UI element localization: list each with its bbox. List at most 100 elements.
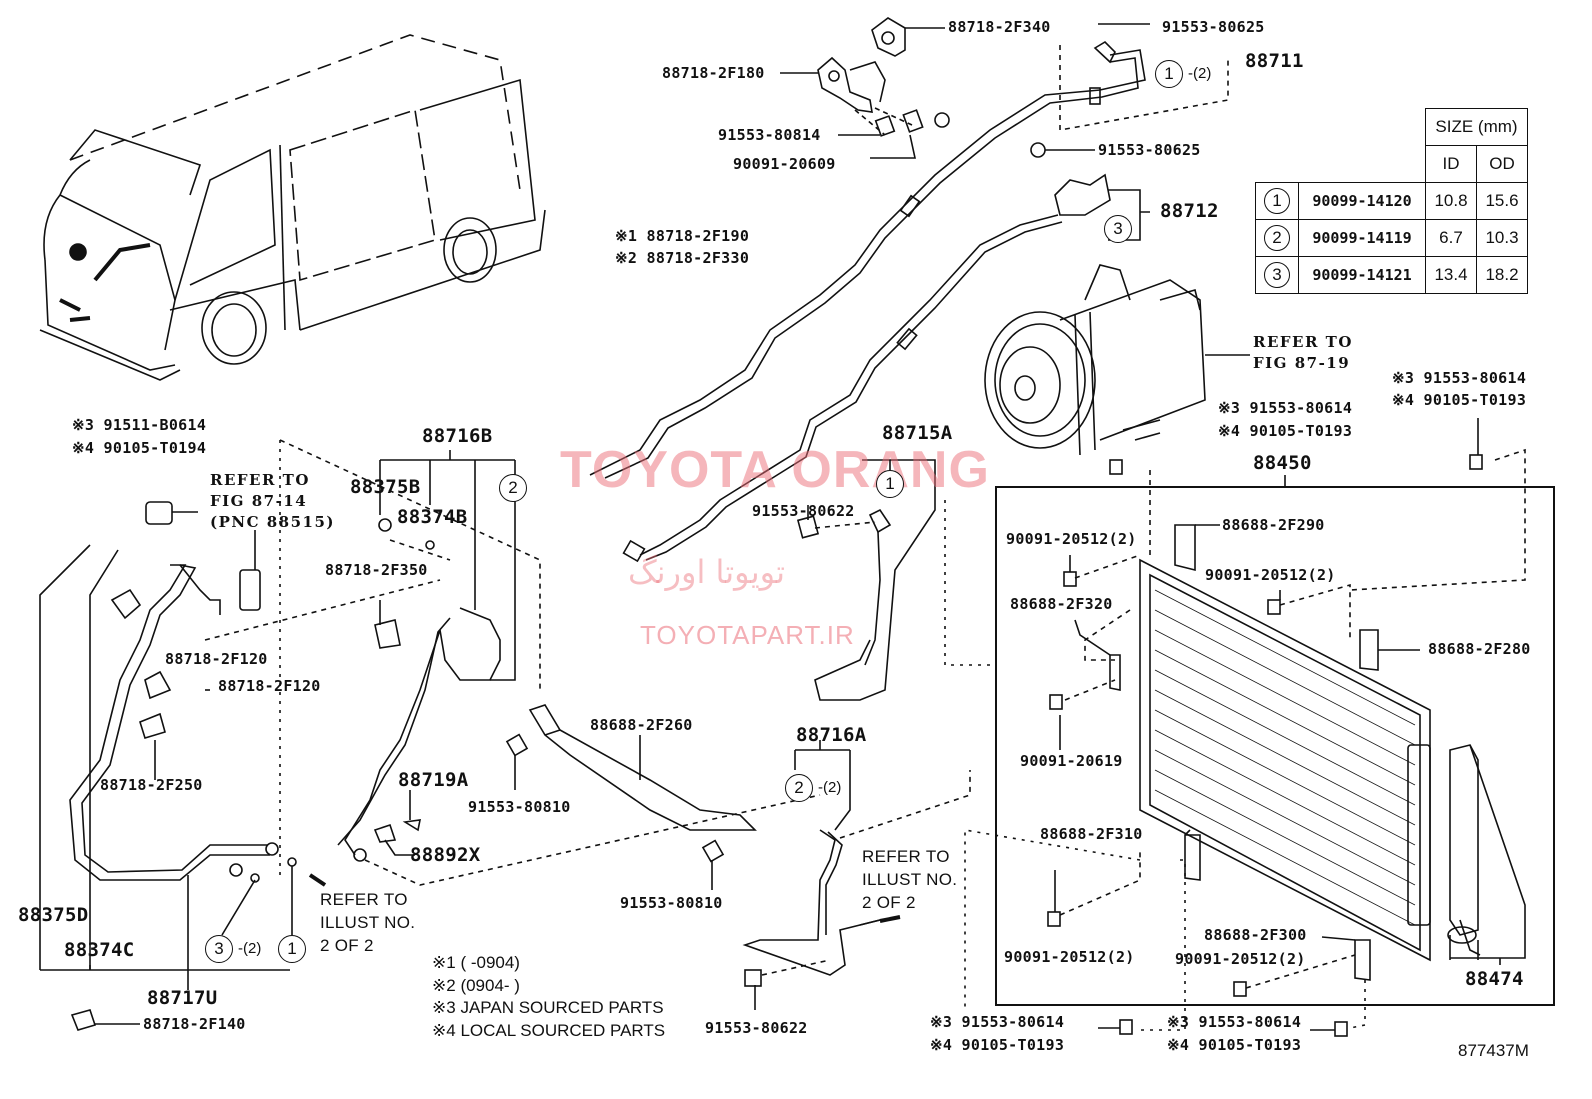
watermark-brand: TOYOTA ORANG — [560, 441, 990, 499]
part-label[interactable]: 88718-2F350 — [325, 561, 428, 579]
bracket-2f340-drawing — [871, 17, 945, 57]
part-label[interactable]: 90091-20512(2) — [1006, 530, 1137, 548]
watermark-persian: تویوتا اورنگ — [628, 553, 786, 591]
suction-hose-drawing — [622, 142, 1150, 563]
footnote: ※1 ( -0904) — [432, 953, 520, 972]
part-label[interactable]: ※3 91553-80614 — [1167, 1013, 1302, 1031]
part-label[interactable]: 88717U — [147, 987, 218, 1009]
ref-fig-87-19[interactable]: REFER TO FIG 87-19 — [1253, 333, 1353, 372]
size-part-number[interactable]: 90099-14120 — [1298, 182, 1426, 220]
part-label[interactable]: 88712 — [1160, 200, 1219, 222]
part-label[interactable]: 90091-20512(2) — [1205, 566, 1336, 584]
footnote: ※2 (0904- ) — [432, 975, 520, 995]
part-label[interactable]: 88374C — [64, 939, 135, 961]
footnote: ※3 JAPAN SOURCED PARTS — [432, 998, 664, 1017]
part-label[interactable]: ※4 90105-T0193 — [1392, 391, 1527, 409]
callout-circle: 1 — [278, 935, 306, 963]
callout-circle: 2 — [1264, 225, 1290, 251]
part-label[interactable]: 88688-2F310 — [1040, 825, 1143, 843]
part-label[interactable]: 88892X — [410, 844, 481, 866]
callout-circle: 3 — [205, 935, 233, 963]
part-label[interactable]: ※4 90105-T0194 — [72, 439, 207, 457]
part-label[interactable]: ※3 91511-B0614 — [72, 416, 207, 434]
part-label[interactable]: 88375B — [350, 476, 421, 498]
part-label[interactable]: 91553-80622 — [752, 502, 855, 520]
footnotes: ※1 ( -0904) ※2 (0904- ) ※3 JAPAN SOURCED… — [432, 952, 665, 1042]
part-label[interactable]: ※2 88718-2F330 — [615, 249, 750, 267]
id-header: ID — [1425, 145, 1477, 183]
callout-circle: 2 — [785, 774, 813, 802]
part-label[interactable]: 91553-80625 — [1098, 141, 1201, 159]
part-label[interactable]: ※3 91553-80614 — [1218, 399, 1353, 417]
ref-illust-mid[interactable]: REFER TO ILLUST NO. 2 OF 2 — [862, 847, 958, 912]
od-header: OD — [1476, 145, 1528, 183]
callout-qty: -(2) — [1188, 65, 1212, 82]
discharge-hose-drawing — [589, 23, 1229, 479]
callout-circle: 1 — [1155, 60, 1183, 88]
part-label[interactable]: 88718-2F120 — [218, 677, 321, 695]
part-label[interactable]: 88688-2F290 — [1222, 516, 1325, 534]
part-label[interactable]: 88718-2F340 — [948, 18, 1051, 36]
part-label[interactable]: 88715A — [882, 422, 953, 444]
part-label[interactable]: 88688-2F280 — [1428, 640, 1531, 658]
ref-illust-left[interactable]: REFER TO ILLUST NO. 2 OF 2 — [320, 890, 416, 955]
part-label[interactable]: 90091-20609 — [733, 155, 836, 173]
part-label[interactable]: 88450 — [1253, 452, 1312, 474]
callout-circle: 3 — [1264, 262, 1290, 288]
pipe-88715a-drawing — [796, 459, 990, 701]
part-label[interactable]: ※4 90105-T0193 — [930, 1036, 1065, 1054]
left-pipe-assembly-drawing — [39, 439, 541, 1031]
part-label[interactable]: 88716A — [796, 724, 867, 746]
part-label[interactable]: 90091-20512(2) — [1175, 950, 1306, 968]
watermark-site: TOYOTAPART.IR — [640, 620, 855, 650]
middle-pipe-assembly-drawing — [337, 450, 821, 886]
compressor-drawing — [984, 264, 1250, 456]
part-label[interactable]: 88719A — [398, 769, 469, 791]
part-label[interactable]: 88711 — [1245, 50, 1304, 72]
callout-circle: 2 — [499, 474, 527, 502]
part-label[interactable]: 88688-2F300 — [1204, 926, 1307, 944]
part-label[interactable]: ※4 90105-T0193 — [1167, 1036, 1302, 1054]
size-part-number[interactable]: 90099-14121 — [1298, 256, 1426, 294]
part-label[interactable]: 88474 — [1465, 968, 1524, 990]
callout-qty: -(2) — [818, 779, 842, 796]
callout-circle: 1 — [876, 470, 904, 498]
part-label[interactable]: 91553-80810 — [620, 894, 723, 912]
part-label[interactable]: 91553-80810 — [468, 798, 571, 816]
part-label[interactable]: ※3 91553-80614 — [1392, 369, 1527, 387]
part-label[interactable]: ※3 91553-80614 — [930, 1013, 1065, 1031]
condenser-drawing — [964, 418, 1555, 1037]
part-label[interactable]: 88716B — [422, 425, 493, 447]
pipe-88716a-drawing — [742, 740, 971, 1010]
part-label[interactable]: 88374B — [397, 506, 468, 528]
size-row: 2 90099-14119 6.7 10.3 — [1255, 219, 1528, 257]
size-row: 3 90099-14121 13.4 18.2 — [1255, 256, 1528, 294]
part-label[interactable]: 88375D — [18, 904, 89, 926]
size-id: 13.4 — [1425, 256, 1477, 294]
clamp-2f180-drawing — [780, 56, 950, 159]
figure-code: 877437M — [1458, 1041, 1529, 1060]
part-label[interactable]: 91553-80622 — [705, 1019, 808, 1037]
part-label[interactable]: 88718-2F180 — [662, 64, 765, 82]
part-label[interactable]: 88718-2F250 — [100, 776, 203, 794]
part-label[interactable]: ※4 90105-T0193 — [1218, 422, 1353, 440]
part-label[interactable]: 88688-2F320 — [1010, 595, 1113, 613]
part-label[interactable]: 88718-2F120 — [165, 650, 268, 668]
hose-size-table: SIZE (mm) ID OD 1 90099-14120 10.8 15.6 … — [1255, 108, 1528, 294]
size-row: 1 90099-14120 10.8 15.6 — [1255, 182, 1528, 220]
part-label[interactable]: 91553-80814 — [718, 126, 821, 144]
part-label[interactable]: ※1 88718-2F190 — [615, 227, 750, 245]
size-od: 15.6 — [1476, 182, 1528, 220]
part-label[interactable]: 91553-80625 — [1162, 18, 1265, 36]
size-part-number[interactable]: 90099-14119 — [1298, 219, 1426, 257]
size-id: 6.7 — [1425, 219, 1477, 257]
part-label[interactable]: 88688-2F260 — [590, 716, 693, 734]
part-label[interactable]: 90091-20512(2) — [1004, 948, 1135, 966]
size-od: 18.2 — [1476, 256, 1528, 294]
part-label[interactable]: 88718-2F140 — [143, 1015, 246, 1033]
callout-circle: 1 — [1264, 188, 1290, 214]
part-label[interactable]: 90091-20619 — [1020, 752, 1123, 770]
ref-fig-87-14[interactable]: REFER TO FIG 87-14 (PNC 88515) — [210, 471, 336, 531]
